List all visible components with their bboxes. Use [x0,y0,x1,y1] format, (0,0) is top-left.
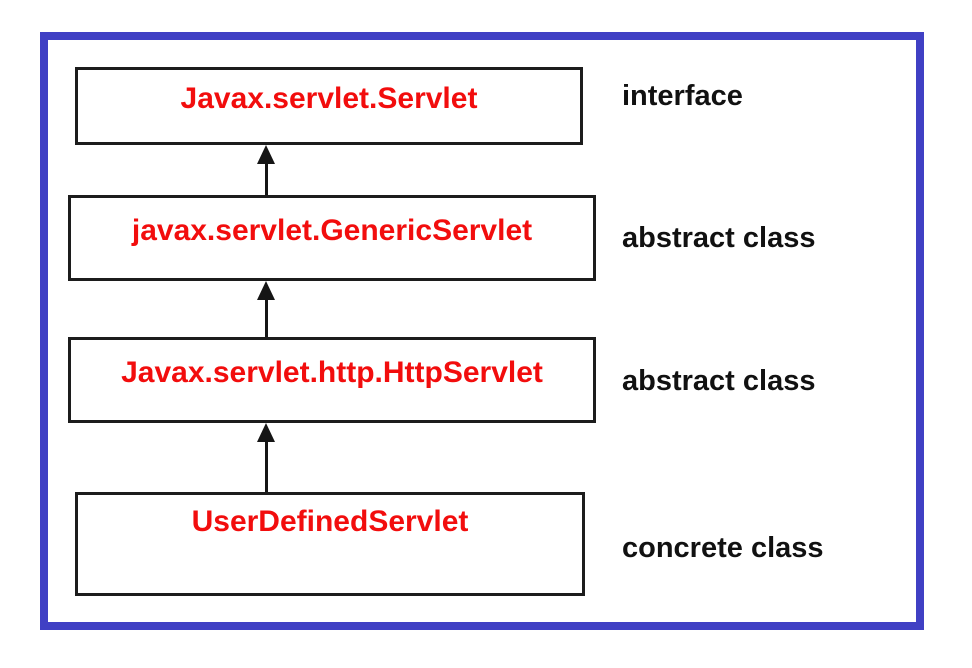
arrow-head-icon [257,423,275,442]
class-box-http-servlet: Javax.servlet.http.HttpServlet [68,337,596,423]
kind-label-abstract-class: abstract class [622,222,816,254]
class-box-generic-servlet: javax.servlet.GenericServlet [68,195,596,281]
arrow-head-icon [257,145,275,164]
arrow-shaft [264,300,268,337]
inheritance-arrow-generic-to-servlet [257,145,275,195]
arrow-shaft [264,164,268,195]
class-box-user-defined-servlet: UserDefinedServlet [75,492,585,596]
class-name-label: UserDefinedServlet [191,505,469,538]
inheritance-arrow-http-to-generic [257,281,275,337]
class-name-label: Javax.servlet.Servlet [180,82,478,115]
kind-label-concrete-class: concrete class [622,532,824,564]
arrow-head-icon [257,281,275,300]
class-name-label: Javax.servlet.http.HttpServlet [121,356,543,389]
class-name-label: javax.servlet.GenericServlet [131,214,533,247]
kind-label-interface: interface [622,80,743,112]
kind-label-abstract-class: abstract class [622,365,816,397]
arrow-shaft [264,442,268,492]
inheritance-arrow-userdefined-to-http [257,423,275,492]
class-box-servlet-interface: Javax.servlet.Servlet [75,67,583,145]
